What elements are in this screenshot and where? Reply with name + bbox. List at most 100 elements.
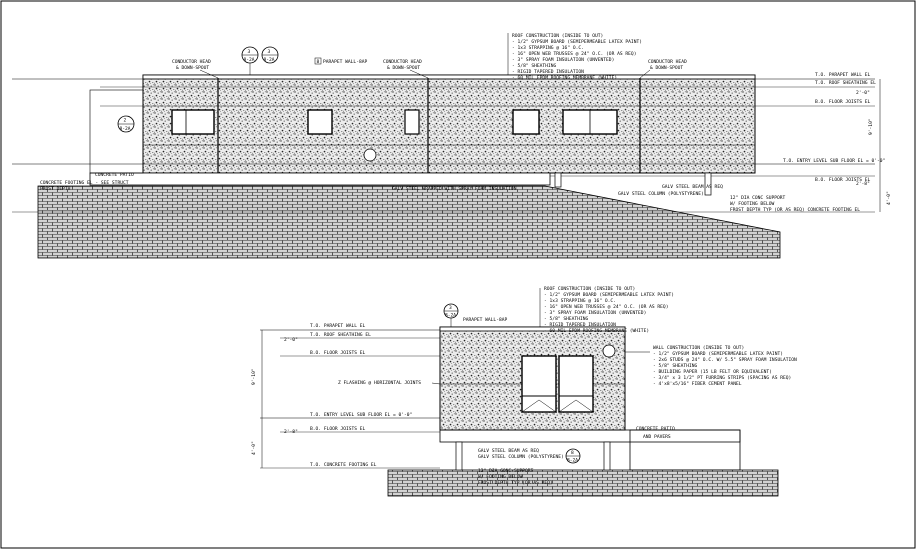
- parapet-cap-bottom: [439, 326, 626, 332]
- pier-bubble-num: 8: [571, 450, 574, 456]
- wall-construction-note: WALL CONSTRUCTION (INSIDE TO OUT) - 1/2"…: [653, 345, 797, 387]
- roof-note-line: - RIGID TAPERED INSULATION: [512, 69, 584, 75]
- leader-flashing: [431, 382, 441, 385]
- pier-b2: [603, 441, 611, 471]
- level-label-sheathing: T.O. ROOF SHEATHING EL: [815, 80, 876, 86]
- roof-construction-note: ROOF CONSTRUCTION (INSIDE TO OUT) - 1/2"…: [512, 33, 642, 81]
- conductor-head-label-1a: CONDUCTOR HEAD: [172, 59, 211, 65]
- galv-column-label: GALV STEEL COLUMN (POLYSTYRENE): [618, 191, 704, 197]
- top-elevation: 2 8-2A 3 8-2A 3 8-2A CONDUCTOR HEAD & DO…: [12, 33, 892, 259]
- level-label-entry-b: T.O. ENTRY LEVEL SUB FLOOR EL = 0'-0": [310, 412, 412, 418]
- vent-icon: [363, 148, 377, 162]
- roof-note-line: - 5/8" SHEATHING: [512, 63, 556, 69]
- wall-note-line: - 1/2" GYPSUM BOARD (SEMIPERMEABLE LATEX…: [653, 351, 783, 357]
- wall-note-line: - 5/8" SHEATHING: [653, 363, 697, 369]
- level-label-joists-b: B.O. FLOOR JOISTS EL: [310, 350, 366, 356]
- pier-b1: [455, 441, 463, 471]
- roof-note-line: - 1/2" GYPSUM BOARD (SEMIPERMEABLE LATEX…: [544, 292, 674, 298]
- concrete-patio-label-b2: AND PAVERS: [643, 434, 671, 440]
- pier-note-1: 12" DIA CONC SUPPORT: [730, 195, 786, 201]
- detail-bubble-2-num: 3: [268, 49, 271, 55]
- dim-b1: 2'-0": [284, 337, 298, 343]
- dim-b3: 2'-8": [284, 429, 298, 435]
- roof-note-line: - 5/8" SHEATHING: [544, 316, 588, 322]
- flashing-label: Z FLASHING @ HORIZONTAL JOINTS: [338, 380, 421, 386]
- leader-ch1: [199, 69, 219, 79]
- roof-note-line: - RIGID TAPERED INSULATION: [544, 322, 616, 328]
- level-label-parapet: T.O. PARAPET WALL EL: [815, 72, 871, 78]
- roof-note-line: ROOF CONSTRUCTION (INSIDE TO OUT): [544, 286, 635, 292]
- concrete-patio-label-b1: CONCRETE PATIO: [636, 426, 675, 432]
- patio-slab: [89, 172, 551, 186]
- pier-bubble-sheet: 8-2A: [567, 458, 578, 464]
- patio-slab-bottom: [439, 429, 741, 443]
- window-b1-hinge: [521, 399, 557, 413]
- roof-note-line: - 3" SPRAY FOAM INSULATION (UNVENTED): [512, 57, 614, 63]
- pier-note-3: FROST DEPTH TYP (OR AS REQ) CONCRETE FOO…: [730, 207, 860, 213]
- pier-note-b2: W/ FOOTING BELOW: [478, 474, 522, 480]
- parapet-wall-label: PARAPET WALL-8AP: [323, 59, 367, 65]
- detail-bubble-1-num: 3: [248, 49, 251, 55]
- ground-hatch-bottom: [387, 469, 779, 497]
- pier-note-2: W/ FOOTING BELOW: [730, 201, 774, 207]
- level-label-joists2-b: B.O. FLOOR JOISTS EL: [310, 426, 366, 432]
- left-note-line-2: FROST DEPTH: [40, 186, 71, 192]
- galv-beam-label-b: GALV STEEL BEAM AS REQ: [478, 448, 539, 454]
- roof-construction-note-b: ROOF CONSTRUCTION (INSIDE TO OUT) - 1/2"…: [544, 286, 674, 334]
- section-tag: 2: [124, 118, 127, 124]
- dim-4: 4'-0": [886, 191, 892, 205]
- dim-b2: 9'-10": [251, 368, 257, 385]
- wall-note-line: WALL CONSTRUCTION (INSIDE TO OUT): [653, 345, 744, 351]
- detail-bubble-1-sheet: 8-2A: [244, 57, 255, 63]
- level-label-entry: T.O. ENTRY LEVEL SUB FLOOR EL = 0'-0": [783, 158, 885, 164]
- galv-beam-label: GALV STEEL BEAM AS REQ: [662, 184, 723, 190]
- pier-note-b1: 12" DIA CONC SUPPORT: [478, 468, 534, 474]
- wall-note-line: - 3/4" x 3 1/2" PT FURRING STRIPS (SPACI…: [653, 375, 791, 381]
- window-b1: [521, 355, 557, 413]
- wall-note-line: - 4'x8'x5/16" FIBER CEMENT PANEL: [653, 381, 742, 387]
- level-label-parapet-b: T.O. PARAPET WALL EL: [310, 323, 366, 329]
- pier-1: [704, 172, 712, 196]
- parapet-cap: [142, 74, 756, 80]
- roof-note-line: - 1x3 STRAPPING @ 16" O.C.: [544, 298, 616, 304]
- left-frame: [89, 89, 144, 174]
- patio-pavers-bottom: [629, 429, 741, 471]
- section-tag-sheet: 8-2A: [120, 126, 131, 132]
- dim-1: 2'-0": [856, 90, 870, 96]
- roof-note-line: - 60 MIL EPDM ROOFING MEMBRANE (WHITE): [544, 328, 649, 334]
- conductor-head-label-2a: CONDUCTOR HEAD: [383, 59, 422, 65]
- window-1: [171, 109, 215, 135]
- window-3: [404, 109, 420, 135]
- roof-note-line: - 3" SPRAY FOAM INSULATION (UNVENTED): [544, 310, 646, 316]
- window-2: [307, 109, 333, 135]
- building-facade-bottom: [439, 326, 626, 431]
- pier-note-b3: FROST DEPTH TYP (OR AS REQ): [478, 480, 553, 486]
- dim-3: 2'-8": [856, 181, 870, 187]
- conductor-head-label-3a: CONDUCTOR HEAD: [648, 59, 687, 65]
- ground-hatch: [37, 185, 781, 259]
- bottom-elevation: 3 8-2A PARAPET WALL-8AP ROOF CONSTRUCTIO…: [251, 286, 797, 497]
- wall-note-line: - 2x6 STUDS @ 24" O.C. W/ 5.5" SPRAY FOA…: [653, 357, 797, 363]
- conductor-head-label-2b: & DOWN-SPOUT: [387, 65, 420, 71]
- section-tag-bottom: 3: [449, 305, 452, 311]
- roof-note-line: - 16" OPEN WEB TRUSSES @ 24" O.C. (OR AS…: [544, 304, 668, 310]
- galv-column-label-b: GALV STEEL COLUMN (POLYSTYRENE): [478, 454, 564, 460]
- parapet-tag: 8: [317, 59, 320, 65]
- roof-note-line: - 16" OPEN WEB TRUSSES @ 24" O.C. (OR AS…: [512, 51, 636, 57]
- pier-2: [554, 172, 562, 188]
- dim-2: 9'-10": [868, 118, 874, 135]
- dim-b4: 4'-0": [251, 441, 257, 455]
- parapet-tag-box: [314, 57, 322, 65]
- concrete-patio-label: CONCRETE PATIO: [95, 172, 134, 178]
- window-b2: [558, 355, 594, 413]
- conductor-head-label-3b: & DOWN-SPOUT: [650, 65, 683, 71]
- roof-note-line: - 1x3 STRAPPING @ 16" O.C.: [512, 45, 584, 51]
- parapet-wall-label-b: PARAPET WALL-8AP: [463, 317, 507, 323]
- vent-icon-bottom: [602, 344, 616, 358]
- left-note-line-1: CONCRETE FOOTING EL - SEE STRUCT: [40, 180, 129, 186]
- level-label-sheathing-b: T.O. ROOF SHEATHING EL: [310, 332, 371, 338]
- galv-wrap-label: GALV STEEL WRAPPED WITH SPRAY FOAM INSUL…: [392, 186, 517, 192]
- window-4: [512, 109, 540, 135]
